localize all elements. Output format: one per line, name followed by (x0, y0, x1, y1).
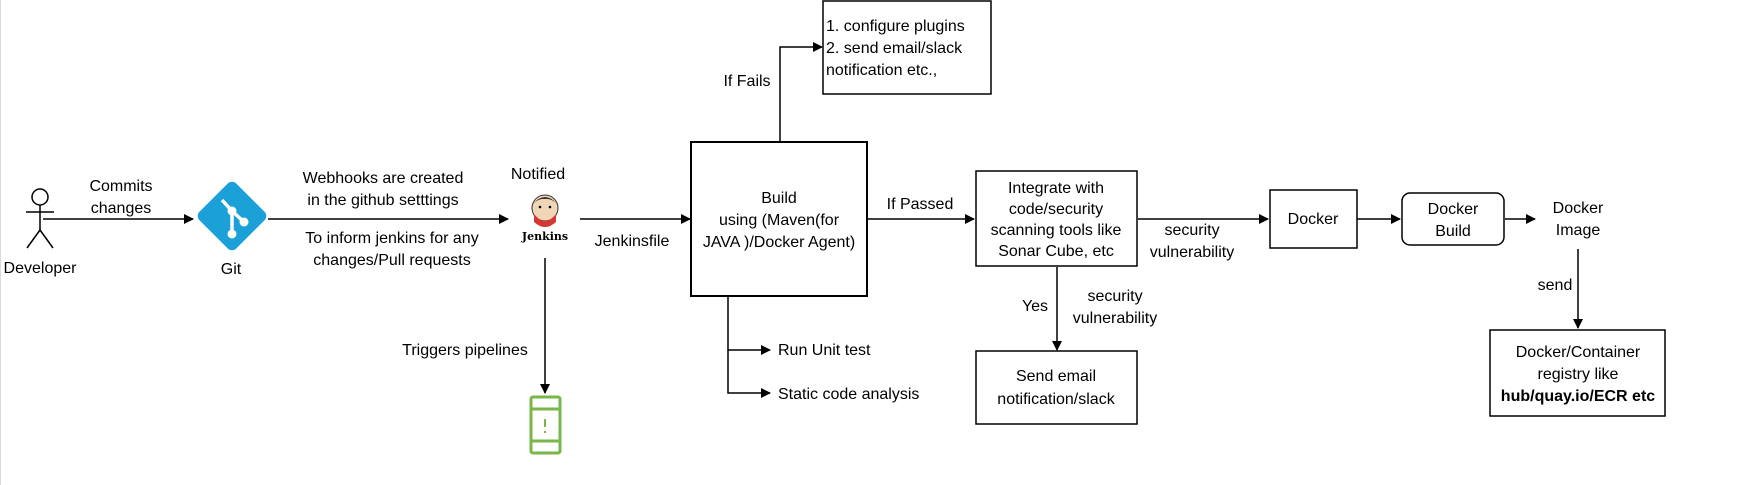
build-box (690, 141, 868, 297)
send-email-text-line1: Send email (1016, 368, 1096, 385)
fails-text-line1: 1. configure plugins (826, 18, 965, 35)
jenkins-icon (531, 194, 559, 227)
developer-actor (26, 188, 54, 249)
jenkins-logo-text: Jenkins (521, 230, 568, 243)
docker-box (1269, 189, 1358, 249)
yes-label: Yes (1022, 298, 1048, 315)
integrate-text-line4: Sonar Cube, etc (998, 243, 1114, 260)
if-fails-label: If Fails (723, 73, 770, 90)
docker-build-line2: Build (1435, 223, 1471, 240)
fails-text-line3: notification etc., (826, 62, 937, 79)
integrate-scanning-box (975, 170, 1138, 267)
commits-label-line2: changes (91, 200, 152, 217)
integrate-text-line2: code/security (1009, 201, 1103, 218)
pipeline-icon (529, 395, 562, 455)
run-unit-test-label: Run Unit test (778, 342, 871, 359)
docker-label: Docker (1288, 211, 1339, 228)
triggers-label: Triggers pipelines (402, 342, 528, 359)
git-label: Git (221, 261, 242, 278)
jenkinsfile-label: Jenkinsfile (595, 233, 670, 250)
send-label: send (1538, 277, 1573, 294)
jenkins-notified-label: Notified (511, 166, 565, 183)
integrate-text-line1: Integrate with (1008, 180, 1104, 197)
developer-head-icon (31, 188, 49, 206)
fails-text-line2: 2. send email/slack (826, 40, 963, 57)
send-email-box (975, 350, 1138, 425)
integrate-text-line3: scanning tools like (991, 222, 1122, 239)
left-border (0, 0, 1, 485)
build-text-line1: Build (761, 190, 797, 207)
docker-build-line1: Docker (1428, 201, 1479, 218)
fails-actions-box (822, 0, 992, 95)
docker-image-line2: Image (1556, 222, 1601, 239)
security-right-label-line1: security (1164, 222, 1219, 239)
edge-build-unittest (727, 296, 771, 355)
edge-build-fails (779, 42, 823, 142)
docker-image-line1: Docker (1553, 200, 1604, 217)
registry-text-line2: registry like (1538, 366, 1619, 383)
security-right-label-line2: vulnerability (1150, 244, 1234, 261)
webhooks-label-line2: in the github setttings (307, 192, 458, 209)
registry-box (1489, 329, 1666, 417)
build-text-line2: using (Maven(for (719, 212, 840, 229)
build-text-line3: JAVA )/Docker Agent) (703, 234, 855, 251)
docker-build-box (1401, 192, 1505, 246)
security-down-label-line2: vulnerability (1073, 310, 1157, 327)
webhooks-label-line1: Webhooks are created (303, 170, 464, 187)
static-code-analysis-label: Static code analysis (778, 386, 919, 403)
git-icon (197, 181, 267, 251)
registry-text-line1: Docker/Container (1516, 344, 1641, 361)
developer-label: Developer (4, 260, 78, 277)
inform-label-line2: changes/Pull requests (313, 252, 470, 269)
security-down-label-line1: security (1087, 288, 1142, 305)
registry-text-line3: hub/quay.io/ECR etc (1501, 388, 1655, 405)
send-email-text-line2: notification/slack (997, 391, 1115, 408)
commits-label-line1: Commits (89, 178, 152, 195)
inform-label-line1: To inform jenkins for any (305, 230, 478, 247)
if-passed-label: If Passed (887, 196, 954, 213)
edge-build-static (727, 350, 771, 398)
